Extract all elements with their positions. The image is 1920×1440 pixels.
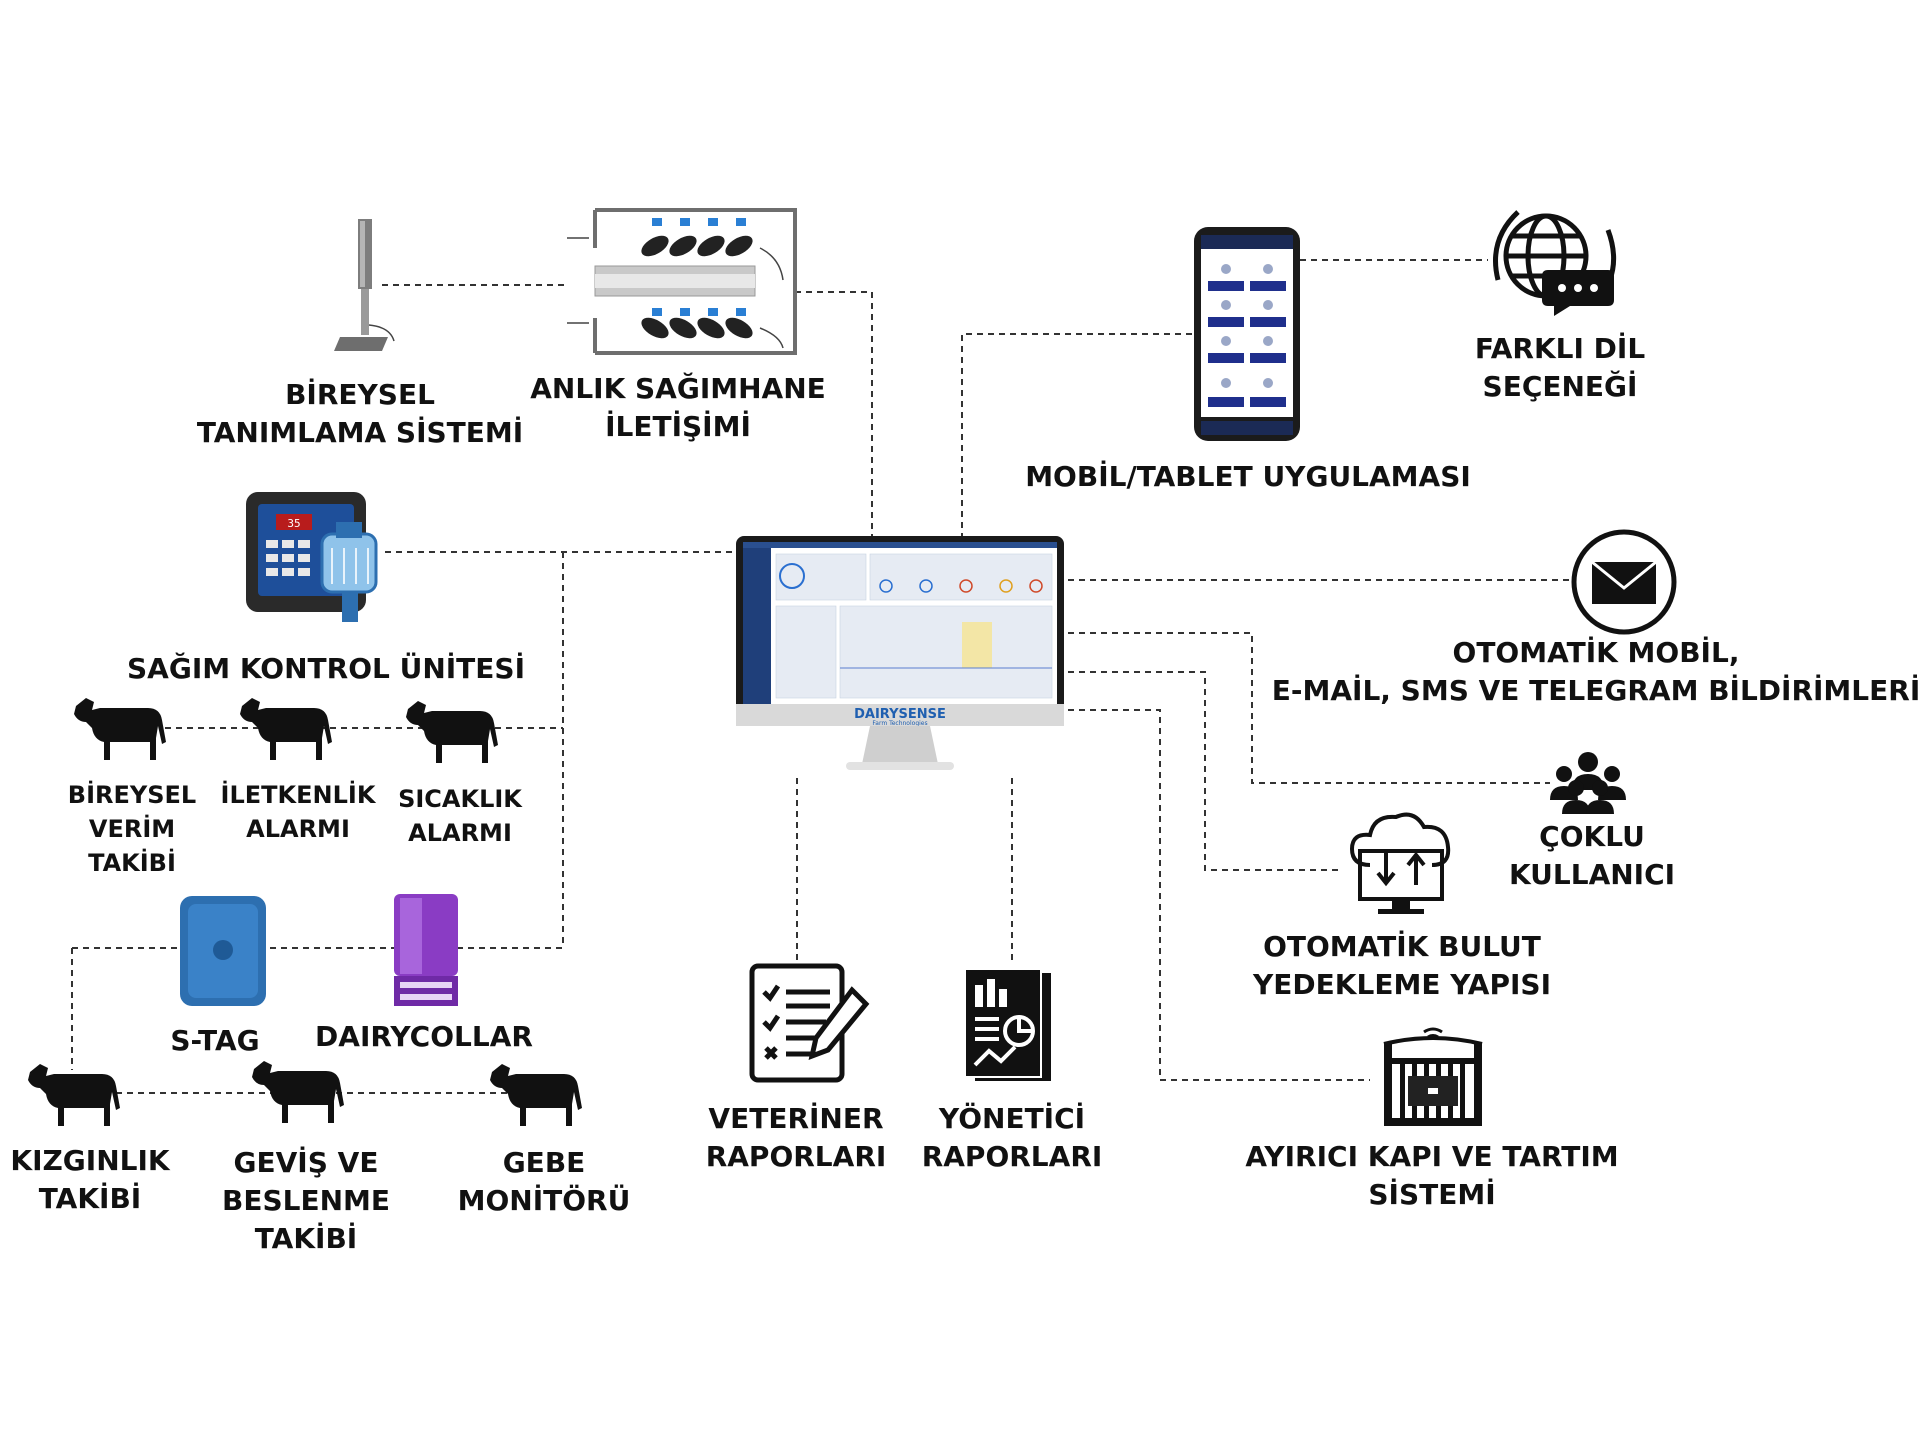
label-bireysel-tanimlama: BİREYSEL TANIMLAMA SİSTEMİ: [196, 378, 524, 449]
milk-control-unit: 35: [240, 488, 390, 630]
s-tag-device: [178, 892, 270, 1010]
brand-text: DAIRYSENSE: [854, 707, 946, 722]
cloud-backup-icon: [1342, 805, 1460, 923]
cow-icon: [74, 698, 166, 760]
cow-icon: [406, 701, 498, 763]
mail-icon: [1570, 528, 1678, 636]
label-anlik-sagimhane: ANLIK SAĞIMHANE İLETİŞİMİ: [530, 372, 826, 443]
id-antenna-post: [330, 215, 400, 355]
label-bulut-yedekleme: OTOMATİK BULUT YEDEKLEME YAPISI: [1253, 930, 1551, 1001]
svg-text:35: 35: [287, 517, 300, 530]
language-globe-icon: [1488, 200, 1628, 318]
dairycollar-device: [390, 892, 462, 1010]
line-center-to-gate: [1068, 709, 1370, 1081]
label-otomatik-bildirim: OTOMATİK MOBİL, E-MAİL, SMS VE TELEGRAM …: [1271, 636, 1920, 707]
smartphone-app: [1192, 225, 1302, 443]
label-veteriner: VETERİNER RAPORLARI: [705, 1102, 887, 1173]
cow-icon: [490, 1064, 582, 1126]
label-gebe: GEBE MONİTÖRÜ: [457, 1146, 631, 1217]
label-kizginlik: KIZGINLIK TAKİBİ: [10, 1144, 170, 1215]
vet-report-icon: [748, 960, 873, 1085]
cow-icon: [252, 1061, 344, 1123]
label-yonetici: YÖNETİCİ RAPORLARI: [921, 1102, 1103, 1173]
users-icon: [1548, 748, 1628, 816]
sorting-gate-icon: [1378, 1024, 1488, 1128]
label-sagim-kontrol: SAĞIM KONTROL ÜNİTESİ: [127, 652, 525, 685]
cow-icon: [28, 1064, 120, 1126]
line-mobile-to-center: [961, 333, 1192, 540]
label-bireysel-verim: BİREYSEL VERİM TAKİBİ: [67, 781, 197, 877]
label-sicaklik: SICAKLIK ALARMI: [398, 785, 522, 847]
label-farkli-dil: FARKLI DİL SEÇENEĞİ: [1474, 332, 1646, 403]
label-ayirici-kapi: AYIRICI KAPI VE TARTIM SİSTEMİ: [1245, 1140, 1619, 1211]
label-gevis: GEVİŞ VE BESLENME TAKİBİ: [221, 1146, 391, 1255]
central-monitor: DAIRYSENSE Farm Technologies: [736, 536, 1064, 781]
brand-tagline: Farm Technologies: [872, 720, 927, 727]
label-coklu-kullanici: ÇOKLU KULLANICI: [1508, 820, 1676, 891]
label-mobil-tablet: MOBİL/TABLET UYGULAMASI: [1025, 460, 1471, 493]
line-center-to-cloud: [1068, 671, 1340, 871]
label-iletkenlik: İLETKENLİK ALARMI: [220, 781, 376, 843]
cow-icon: [240, 698, 332, 760]
line-parlour-to-center: [795, 291, 873, 540]
line-center-to-users: [1068, 632, 1550, 784]
label-dairycollar: DAIRYCOLLAR: [315, 1020, 533, 1053]
label-s-tag: S-TAG: [170, 1024, 260, 1057]
milking-parlour-icon: [565, 208, 800, 358]
manager-report-icon: [955, 965, 1055, 1085]
